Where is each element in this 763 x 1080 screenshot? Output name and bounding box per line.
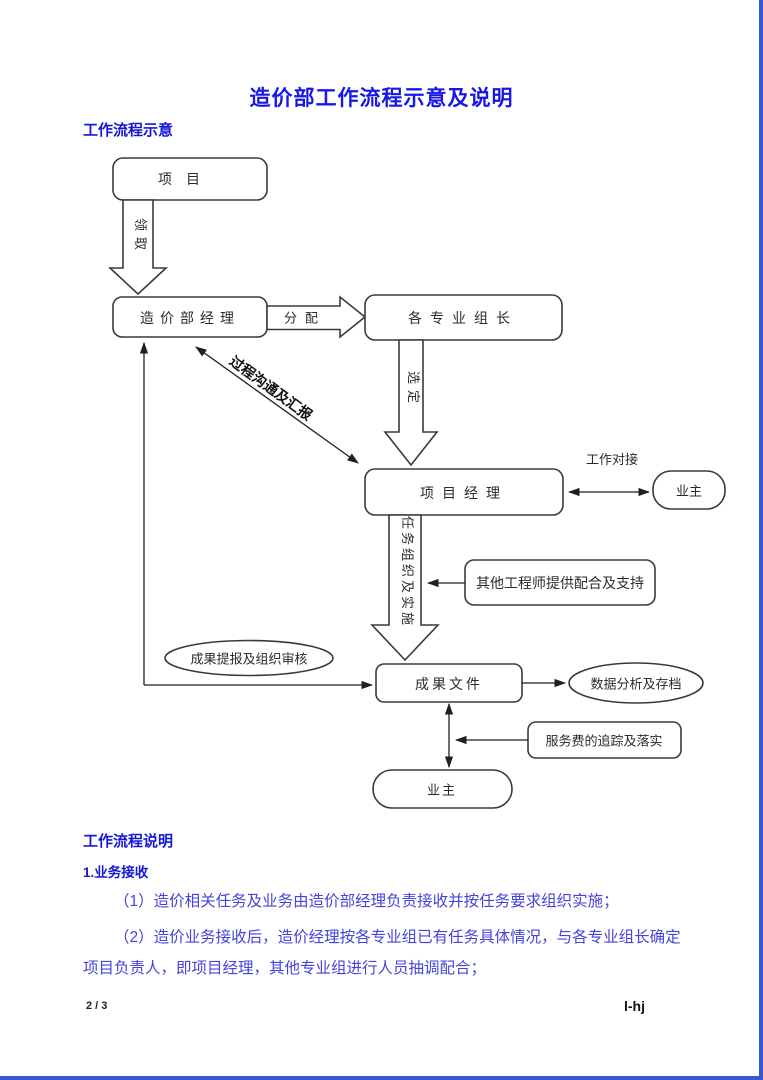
node-team-leaders (364, 294, 563, 341)
task-org-label: 任务组织及实施 (400, 516, 415, 628)
description-paragraphs: （1）造价相关任务及业务由造价部经理负责接收并按任务要求组织实施； （2）造价业… (83, 886, 683, 989)
node-data-analysis-archive-label: 数据分析及存档 (590, 677, 681, 692)
node-project (112, 157, 268, 201)
workflow-diagram: 过程沟通及汇报 项目 领取 造价部经理 分配 各专业组长 选定 项目经理 工作对… (107, 157, 726, 809)
node-result-report-review-label: 成果提报及组织审核 (190, 652, 307, 667)
receive-label: 领取 (133, 218, 148, 256)
description-subheading: 1.业务接收 (83, 865, 149, 880)
node-result-report-review (164, 639, 334, 677)
paragraph-2: （2）造价业务接收后，造价经理按各专业组已有任务具体情况，与各专业组长确定项目负… (83, 929, 681, 977)
block-arrow-receive (107, 199, 169, 296)
node-owner-right-label: 业主 (676, 484, 702, 499)
node-result-files-label: 成果文件 (415, 676, 483, 692)
node-cost-dept-manager-label: 造价部经理 (140, 310, 240, 326)
node-team-leaders-label: 各专业组长 (408, 310, 518, 326)
node-project-manager (364, 468, 564, 516)
assign-label: 分配 (284, 311, 326, 326)
process-communication-label: 过程沟通及汇报 (227, 353, 316, 424)
footer-doc-code: l-hj (624, 998, 645, 1014)
block-arrow-assign (266, 295, 367, 339)
node-owner-bottom-label: 业主 (427, 783, 457, 798)
page-border-bottom (0, 1076, 763, 1080)
page-number: 2 / 3 (86, 1000, 108, 1012)
process-communication-line (195, 346, 359, 464)
page-title: 造价部工作流程示意及说明 (249, 87, 514, 110)
select-label: 选定 (406, 371, 421, 409)
node-owner-bottom (372, 769, 513, 809)
node-project-label: 项目 (158, 171, 214, 187)
description-section-heading: 工作流程说明 (83, 833, 174, 850)
work-connection-label: 工作对接 (586, 452, 638, 467)
node-project-manager-label: 项目经理 (420, 485, 508, 501)
node-data-analysis-archive (568, 662, 704, 704)
node-other-engineers-label: 其他工程师提供配合及支持 (476, 575, 644, 591)
block-arrow-select (383, 339, 439, 467)
paragraph-1: （1）造价相关任务及业务由造价部经理负责接收并按任务要求组织实施； (114, 893, 619, 910)
page-border-right (759, 0, 763, 1080)
flow-section-heading: 工作流程示意 (83, 122, 174, 139)
node-service-fee-tracking-label: 服务费的追踪及落实 (545, 734, 662, 749)
block-arrow-task-org (370, 514, 440, 662)
node-owner-right (652, 470, 726, 510)
